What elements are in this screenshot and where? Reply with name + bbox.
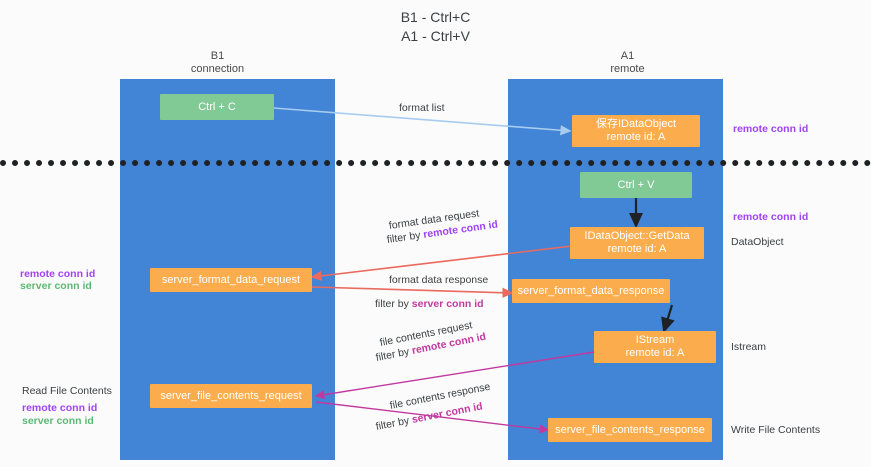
node-ctrl-v[interactable]: Ctrl + V: [580, 172, 692, 198]
edge-label-format-list: format list: [399, 102, 445, 114]
title-line-1: B1 - Ctrl+C: [400, 9, 471, 25]
annotation-right-remote-conn-id-mid: remote conn id: [733, 211, 809, 223]
node-idataobject-line2: remote id: A: [606, 131, 666, 143]
arrow-format-data-response: [311, 286, 514, 298]
node-ctrl-c-label: Ctrl + C: [198, 100, 236, 113]
node-ctrl-v-label: Ctrl + V: [617, 178, 655, 191]
annotation-left-server-conn-id-bot: server conn id: [22, 415, 94, 427]
node-getdata-line1: IDataObject::GetData: [584, 230, 690, 242]
filter-key-server-conn-id-1: server conn id: [411, 298, 484, 310]
annotation-right-dataobject: DataObject: [731, 236, 784, 248]
edge-label-format-data-response: format data response: [389, 274, 489, 286]
lane-b1-name: B1: [210, 50, 225, 62]
annotation-left-remote-conn-id-mid: remote conn id: [20, 268, 96, 280]
page-title: B1 - Ctrl+C A1 - Ctrl+V: [0, 8, 871, 46]
annotation-right-write-file-contents: Write File Contents: [731, 424, 821, 436]
node-istream-line2: remote id: A: [625, 347, 685, 359]
filter-prefix-4: filter by: [374, 414, 414, 433]
edge-label-format-data-response-filter: filter by server conn id: [375, 298, 484, 311]
node-idataobject-line1: 保存IDataObject: [595, 118, 677, 130]
annotation-left-read-file-contents: Read File Contents: [22, 385, 112, 397]
node-server-file-contents-response-label: server_file_contents_response: [555, 423, 705, 436]
node-idataobject-getdata[interactable]: IDataObject::GetData remote id: A: [570, 227, 704, 259]
node-server-file-contents-request[interactable]: server_file_contents_request: [150, 384, 312, 408]
node-server-format-data-request[interactable]: server_format_data_request: [150, 268, 312, 292]
annotation-right-istream: Istream: [731, 341, 767, 353]
filter-prefix-2: filter by: [375, 298, 412, 310]
node-server-format-data-request-label: server_format_data_request: [161, 273, 301, 286]
node-server-format-data-response-label: server_format_data_response: [517, 284, 665, 297]
annotation-left-remote-conn-id-bot: remote conn id: [22, 402, 98, 414]
lane-a1-role: remote: [610, 63, 645, 75]
lane-header-b1: B1 connection: [155, 50, 280, 76]
lane-header-a1: A1 remote: [565, 50, 690, 76]
node-istream-line1: IStream: [635, 334, 675, 346]
node-ctrl-c[interactable]: Ctrl + C: [160, 94, 274, 120]
lane-b1-role: connection: [190, 63, 245, 75]
node-getdata-line2: remote id: A: [607, 243, 667, 255]
node-istream[interactable]: IStream remote id: A: [594, 331, 716, 363]
lane-a1-name: A1: [620, 50, 635, 62]
node-idataobject[interactable]: 保存IDataObject remote id: A: [572, 115, 700, 147]
node-server-format-data-response[interactable]: server_format_data_response: [512, 279, 670, 303]
node-server-file-contents-request-label: server_file_contents_request: [160, 389, 302, 402]
node-server-file-contents-response[interactable]: server_file_contents_response: [548, 418, 712, 442]
annotation-left-server-conn-id-mid: server conn id: [20, 280, 92, 292]
title-line-2: A1 - Ctrl+V: [401, 28, 470, 44]
section-divider: [0, 160, 871, 166]
annotation-right-remote-conn-id-top: remote conn id: [733, 123, 809, 135]
